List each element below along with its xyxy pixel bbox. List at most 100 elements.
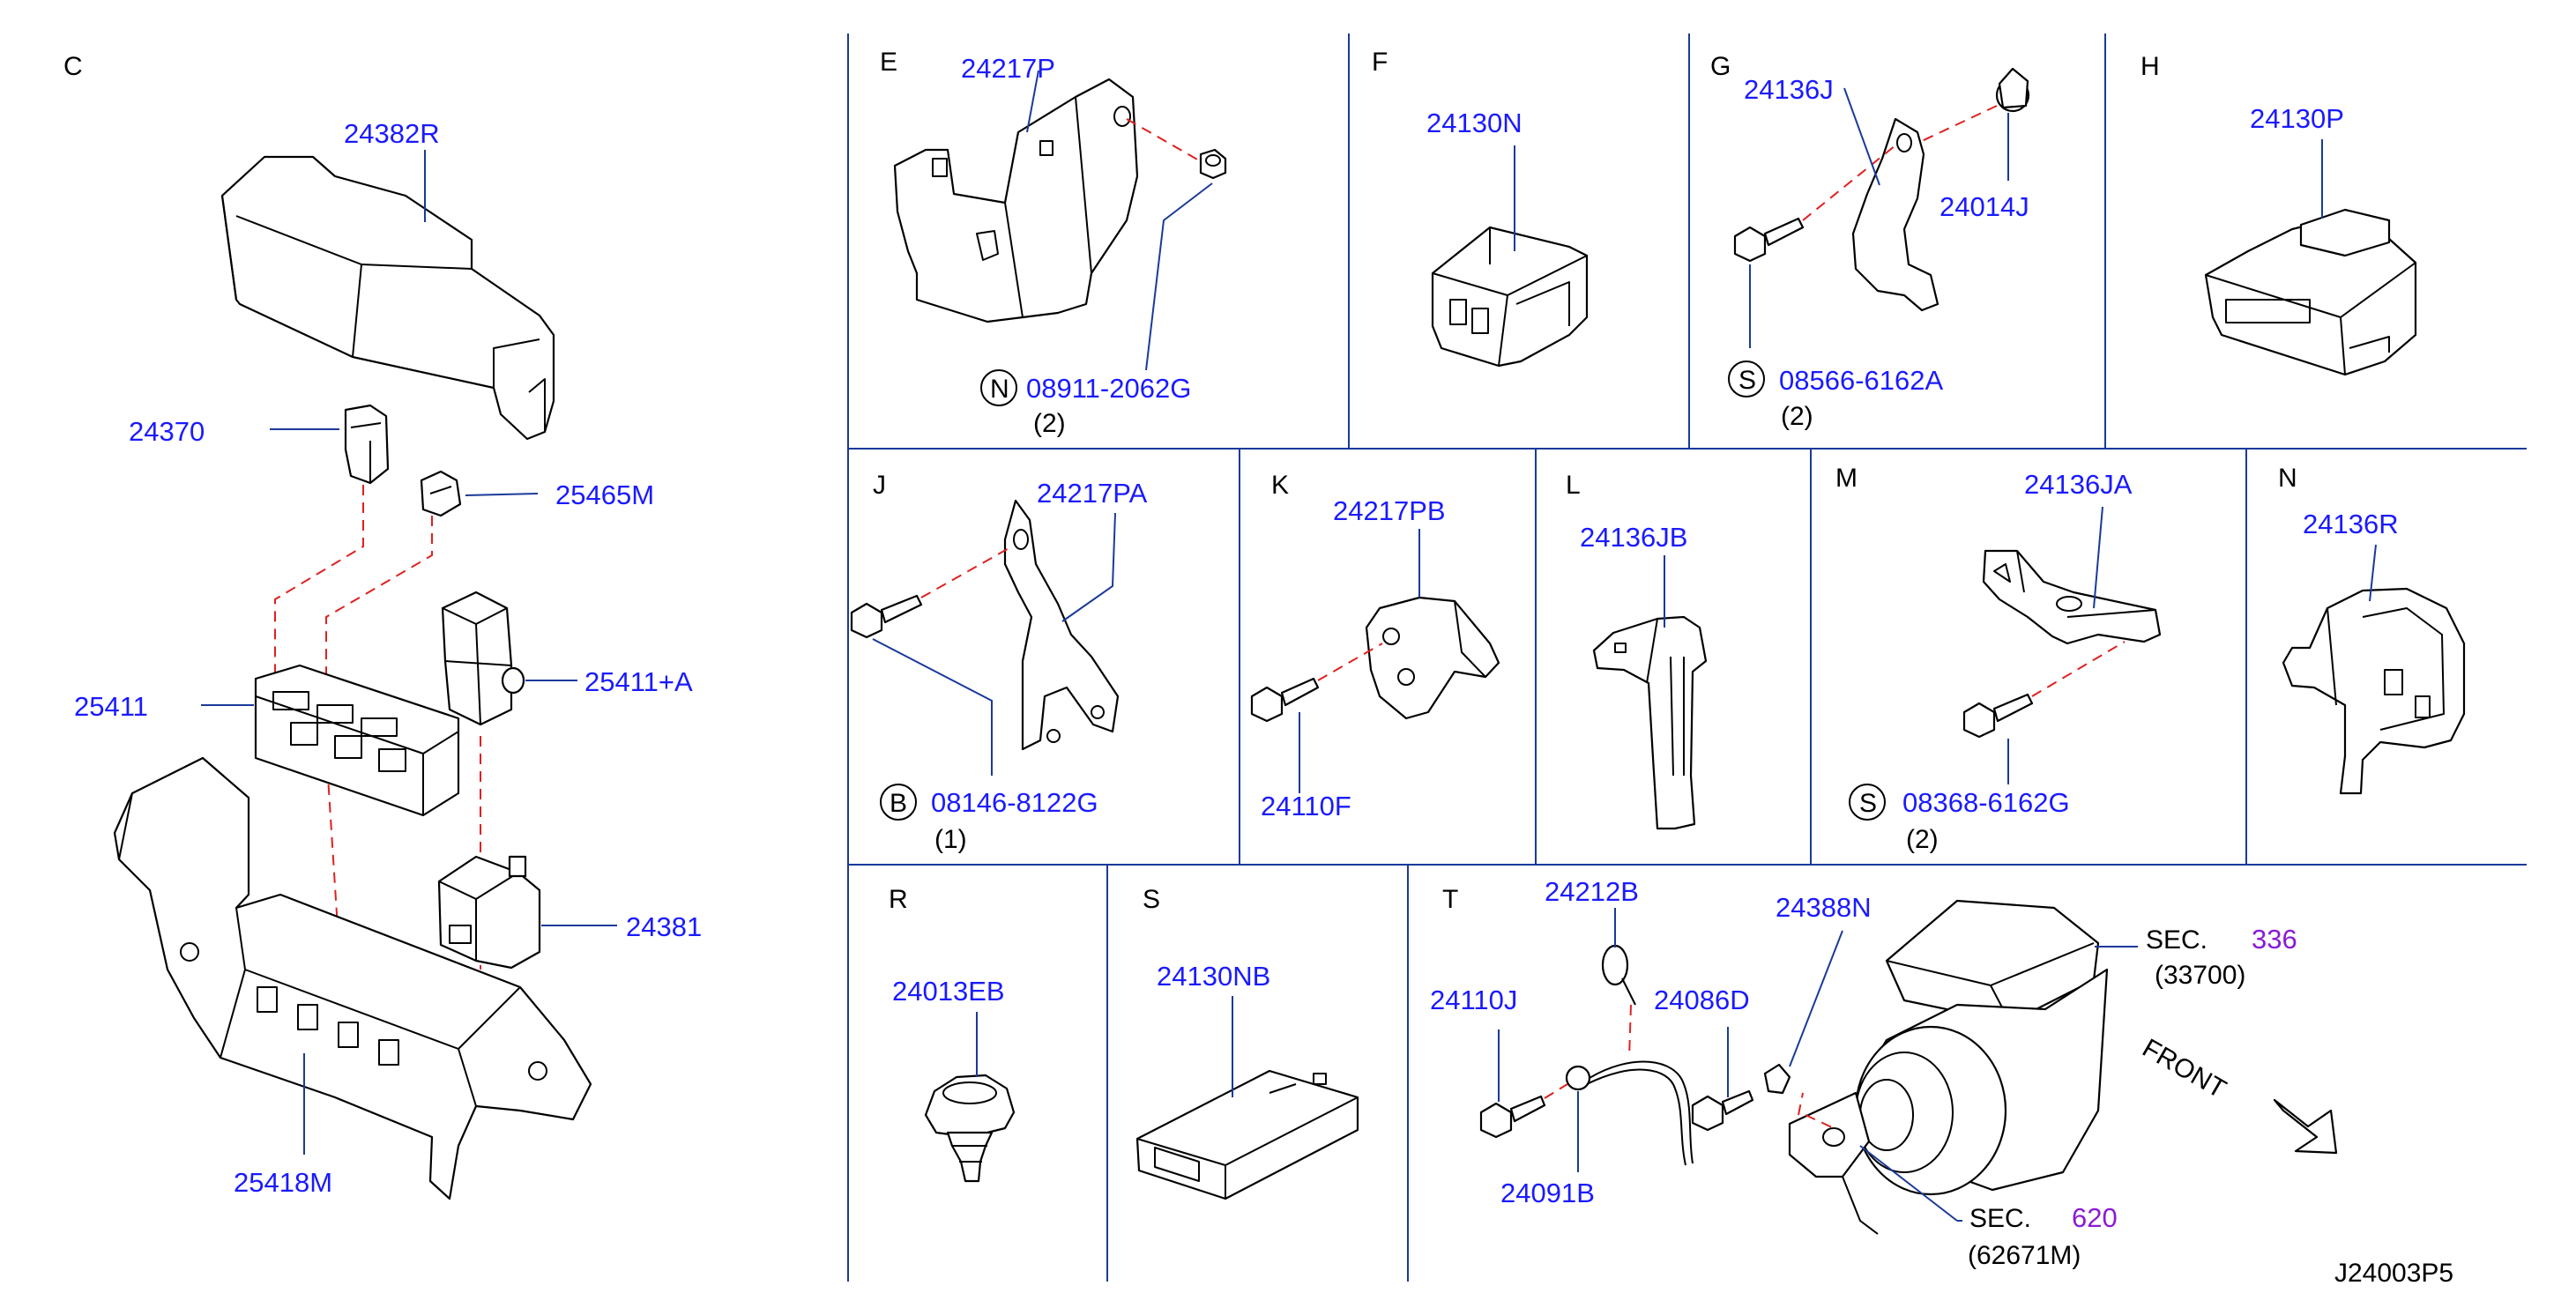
part-24130nb-label: 24130NB (1157, 961, 1270, 992)
part-08911-label: 08911-2062G (1026, 373, 1191, 404)
part-24014j-label: 24014J (1939, 191, 2029, 222)
part-24382r-label: 24382R (344, 118, 440, 149)
part-08146-label: 08146-8122G (931, 787, 1098, 818)
section-j: 24217PA B 08146-8122G (1) (850, 478, 1148, 854)
marker-s-text-m: S (1859, 789, 1877, 818)
relay-box-25411-drawing (254, 664, 460, 817)
part-24136ja-label: 24136JA (2024, 469, 2133, 500)
qty-m: (2) (1906, 825, 1939, 854)
section-r: 24013EB (892, 976, 1016, 1183)
section-g-label: G (1710, 52, 1731, 81)
part-24110j-label: 24110J (1430, 985, 1517, 1015)
grid-lines (847, 33, 2527, 1282)
sec1-part: (33700) (2155, 961, 2245, 990)
marker-b-circle (880, 784, 917, 821)
part-24388n-label: 24388N (1776, 892, 1872, 923)
bolt-08566-drawing (1733, 217, 1805, 263)
part-24130p-label: 24130P (2250, 103, 2344, 134)
section-t-label: T (1442, 885, 1458, 914)
part-24212b-label: 24212B (1545, 876, 1639, 907)
clip-24013eb-drawing (924, 1074, 1016, 1183)
part-24086d-label: 24086D (1654, 985, 1750, 1015)
section-l-label: L (1566, 471, 1581, 500)
section-s: 24130NB (1135, 961, 1359, 1200)
section-f: 24130N (1426, 108, 1589, 368)
section-g: 24136J 24014J S 08566-6162A (2) (1728, 67, 2030, 431)
part-24110f-label: 24110F (1261, 791, 1351, 821)
sec1-number: 336 (2252, 924, 2297, 955)
part-24130n-label: 24130N (1426, 108, 1523, 138)
marker-n-text: N (990, 375, 1009, 404)
unit-24130p-drawing (2204, 208, 2417, 376)
sec2-number: 620 (2072, 1202, 2118, 1233)
bracket-24217pb-drawing (1365, 596, 1500, 720)
part-24136j-label: 24136J (1744, 74, 1834, 105)
relay-25411a-drawing (441, 591, 525, 726)
connector-24130n-drawing (1431, 226, 1589, 368)
section-m-label: M (1835, 464, 1858, 493)
bolt-08146-drawing (850, 594, 923, 639)
marker-s-circle-g (1728, 360, 1765, 398)
part-25465m-label: 25465M (555, 479, 654, 510)
section-k-label: K (1271, 471, 1289, 500)
qty-e: (2) (1033, 409, 1066, 438)
section-c-label: C (63, 52, 83, 81)
section-h: 24130P (2204, 103, 2417, 376)
part-24217pb-label: 24217PB (1333, 495, 1446, 526)
marker-s-text-g: S (1738, 366, 1756, 395)
bracket-24136jb-drawing (1592, 615, 1708, 830)
section-t: 24212B 24110J 24086D 24091B 24388N (1430, 876, 2338, 1270)
front-arrow-icon (2273, 1098, 2338, 1155)
section-h-label: H (2140, 52, 2160, 81)
part-08566-label: 08566-6162A (1779, 365, 1943, 396)
section-c: 24382R 24370 25465M (74, 118, 702, 1200)
part-25418m-label: 25418M (234, 1167, 332, 1198)
fuse-25465m-drawing (420, 470, 462, 517)
bolt-08368-drawing (1962, 693, 2034, 739)
connector-24381-drawing (437, 855, 541, 970)
bracket-24136j-drawing (1851, 117, 1939, 312)
part-24217pa-label: 24217PA (1037, 478, 1148, 509)
bolt-24110j-drawing (1479, 1095, 1546, 1139)
bracket-24136ja-drawing (1982, 549, 2162, 645)
clip-24388n-drawing (1763, 1063, 1791, 1095)
fuse-box-cover-drawing (220, 155, 555, 441)
section-e-label: E (880, 48, 897, 77)
part-24136r-label: 24136R (2303, 509, 2399, 539)
marker-b-text: B (890, 789, 907, 818)
tie-24212b-drawing (1601, 944, 1636, 1006)
section-l: 24136JB (1580, 522, 1708, 830)
part-24217p-label: 24217P (961, 53, 1055, 84)
section-j-label: J (873, 471, 886, 500)
section-f-label: F (1372, 48, 1388, 77)
qty-j: (1) (934, 825, 967, 854)
bracket-24136r-drawing (2282, 587, 2466, 795)
front-label: FRONT (2138, 1033, 2231, 1104)
marker-n-circle (980, 369, 1017, 406)
bolt-24110f-drawing (1250, 677, 1320, 723)
qty-g: (2) (1781, 402, 1813, 431)
part-24091b-label: 24091B (1500, 1178, 1595, 1208)
section-n: 24136R (2282, 509, 2466, 795)
marker-s-circle-m (1849, 784, 1886, 821)
bracket-24217p-drawing (893, 78, 1139, 323)
part-24136jb-label: 24136JB (1580, 522, 1687, 553)
section-n-label: N (2278, 464, 2297, 493)
sec1-label: SEC. (2146, 925, 2207, 955)
sec2-part: (62671M) (1968, 1241, 2081, 1270)
part-24013eb-label: 24013EB (892, 976, 1005, 1007)
section-s-label: S (1143, 885, 1160, 914)
motor-assembly-drawing (1788, 899, 2109, 1235)
bolt-24086d-drawing (1691, 1089, 1754, 1132)
sec2-label: SEC. (1969, 1204, 2031, 1233)
part-25411a-label: 25411+A (584, 666, 693, 697)
nut-08911-drawing (1199, 148, 1227, 180)
part-24381-label: 24381 (626, 911, 702, 942)
section-r-label: R (889, 885, 908, 914)
fuse-24370-drawing (344, 404, 390, 485)
section-k: 24217PB 24110F (1250, 495, 1500, 821)
part-08368-label: 08368-6162G (1902, 787, 2070, 818)
clip-24014j-drawing (1995, 67, 2030, 113)
section-e: 24217P N 08911-2062G (2) (893, 53, 1227, 438)
